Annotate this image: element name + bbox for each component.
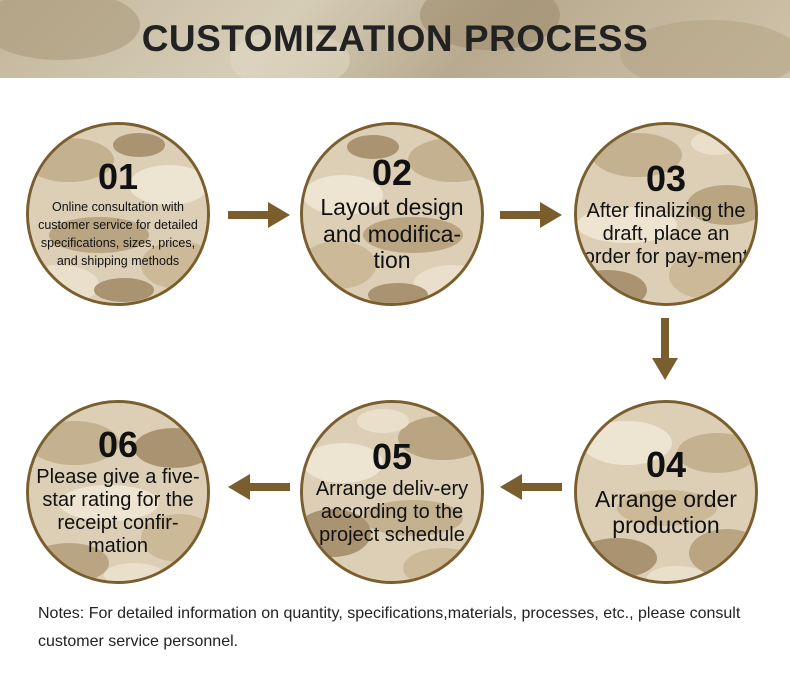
page-title: CUSTOMIZATION PROCESS xyxy=(141,18,649,59)
camo-pattern xyxy=(303,403,481,581)
step-description: Arrange order production xyxy=(595,485,737,538)
step-number: 01 xyxy=(97,155,139,197)
step-circle-01: 01 Online consultation with customer ser… xyxy=(26,122,210,306)
arrow-right-icon xyxy=(500,202,562,228)
step-number: 02 xyxy=(371,152,413,194)
step-number: 03 xyxy=(645,157,687,199)
camo-pattern xyxy=(577,125,755,303)
arrow-left-icon xyxy=(500,474,562,500)
notes-text: Notes: For detailed information on quant… xyxy=(38,605,741,650)
step-description: Layout design and modifica-tion xyxy=(320,194,464,274)
step-description: Please give a five-star rating for the r… xyxy=(36,466,200,557)
step-circle-03: 03 After finalizing the draft, place an … xyxy=(574,122,758,306)
arrow-left-icon xyxy=(228,474,290,500)
arrow-right-icon xyxy=(228,202,290,228)
camo-pattern xyxy=(29,403,207,581)
step-circle-02: 02 Layout design and modifica-tion xyxy=(300,122,484,306)
camo-blob xyxy=(230,30,350,78)
step-number: 05 xyxy=(371,435,413,477)
camo-blob xyxy=(620,20,790,78)
step-circle-05: 05 Arrange deliv-ery according to the pr… xyxy=(300,400,484,584)
step-circle-04: 04 Arrange order production xyxy=(574,400,758,584)
camo-pattern xyxy=(29,125,207,303)
camo-pattern xyxy=(303,125,481,303)
step-circle-06: 06 Please give a five-star rating for th… xyxy=(26,400,210,584)
arrow-down-icon xyxy=(652,318,678,380)
step-description: After finalizing the draft, place an ord… xyxy=(583,199,749,268)
step-number: 06 xyxy=(97,424,139,465)
step-number: 04 xyxy=(645,443,687,485)
step-description: Online consultation with customer servic… xyxy=(38,199,198,269)
step-description: Arrange deliv-ery according to the proje… xyxy=(315,477,469,546)
camo-pattern xyxy=(577,403,755,581)
header-banner: CUSTOMIZATION PROCESS xyxy=(0,0,790,78)
